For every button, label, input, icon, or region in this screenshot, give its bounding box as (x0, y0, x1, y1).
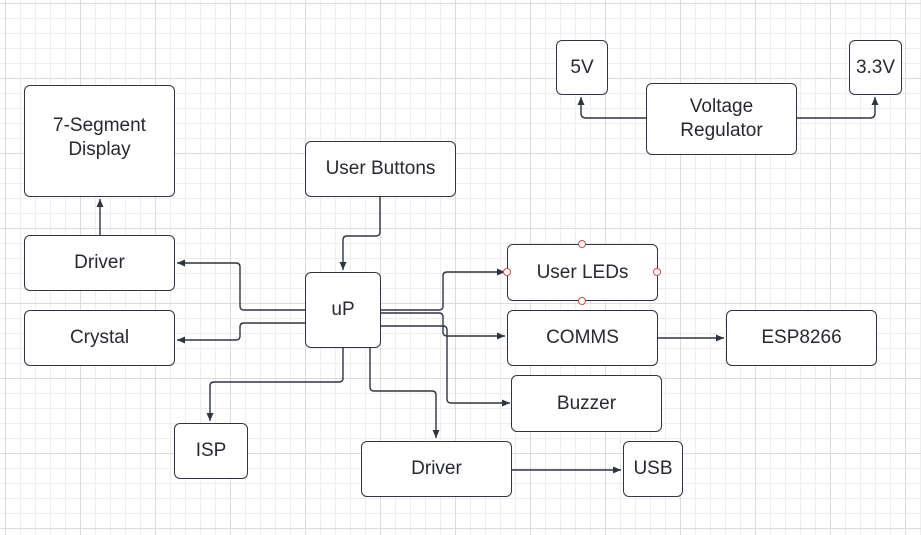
node-comms[interactable]: COMMS (507, 310, 658, 366)
node-up[interactable]: uP (305, 272, 381, 348)
node-up-label: uP (331, 299, 355, 320)
node-crystal[interactable]: Crystal (24, 310, 175, 366)
node-5v-label: 5V (570, 56, 594, 78)
connector-up-to-buzzer (380, 325, 510, 407)
node-user-buttons[interactable]: User Buttons (305, 141, 456, 197)
node-usb-label: USB (633, 458, 673, 479)
node-usb-driver[interactable]: Driver (361, 441, 512, 497)
node-7-segment-display-label: 7-Segment Display (53, 115, 146, 160)
selection-handle-right[interactable] (653, 268, 661, 276)
node-3v3[interactable]: 3.3V (849, 40, 902, 95)
node-user-leds[interactable]: User LEDs (507, 244, 658, 301)
node-buzzer-label: Buzzer (556, 392, 617, 414)
selection-handle-bottom[interactable] (578, 297, 586, 305)
connector-up-to-crystal (177, 322, 305, 344)
connector-up-to-usb-driver (369, 347, 440, 438)
connector-up-to-driver (177, 259, 305, 311)
selection-handle-left[interactable] (503, 268, 511, 276)
node-5v[interactable]: 5V (556, 40, 608, 95)
node-esp8266-label: ESP8266 (761, 327, 842, 348)
node-isp[interactable]: ISP (174, 423, 248, 479)
node-usb-driver-label: Driver (411, 458, 462, 479)
node-esp8266[interactable]: ESP8266 (726, 310, 877, 366)
node-voltage-regulator-label: Voltage Regulator (680, 96, 763, 141)
node-crystal-label: Crystal (69, 327, 130, 348)
connector-regulator-to-3v3 (796, 97, 879, 119)
connector-up-to-isp (206, 347, 344, 421)
node-usb[interactable]: USB (623, 441, 683, 497)
node-3v3-label: 3.3V (855, 56, 896, 78)
node-display-driver[interactable]: Driver (24, 235, 175, 291)
node-voltage-regulator[interactable]: Voltage Regulator (646, 83, 797, 155)
node-user-buttons-label: User Buttons (325, 158, 436, 179)
connector-regulator-to-5v (577, 97, 646, 119)
connector-buttons-to-up (339, 196, 381, 270)
node-display-driver-label: Driver (74, 252, 125, 273)
node-comms-label: COMMS (546, 327, 619, 348)
node-isp-label: ISP (195, 440, 227, 461)
node-buzzer[interactable]: Buzzer (511, 375, 662, 432)
connector-up-to-leds (380, 268, 505, 311)
selection-handle-top[interactable] (578, 240, 586, 248)
connector-up-to-comms (380, 312, 505, 340)
node-user-leds-label: User LEDs (536, 261, 629, 283)
node-7-segment-display[interactable]: 7-Segment Display (24, 85, 175, 197)
